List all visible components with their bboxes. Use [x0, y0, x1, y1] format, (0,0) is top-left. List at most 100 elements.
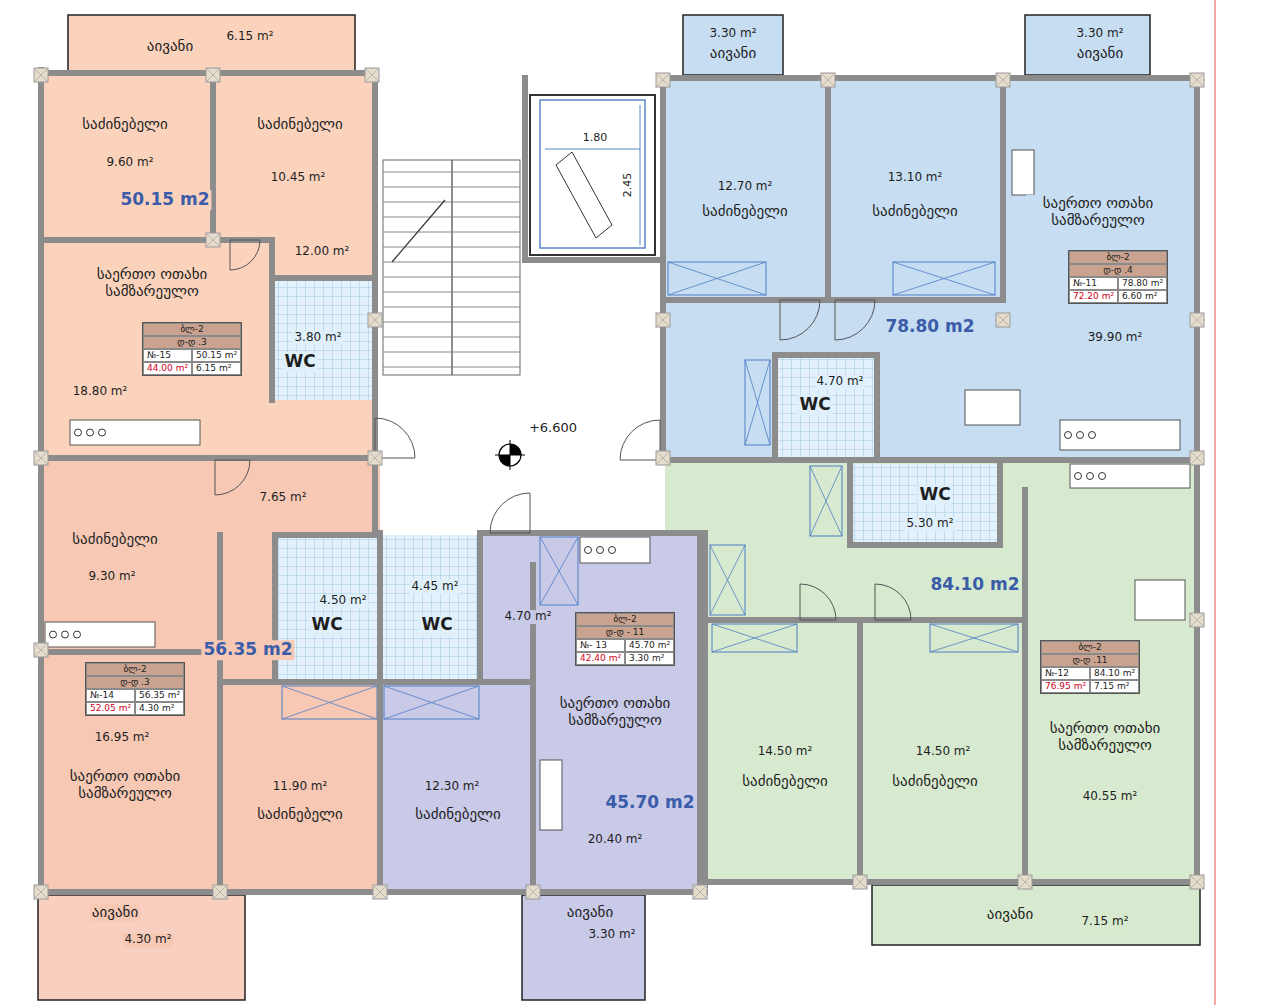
wall: [41, 649, 220, 655]
bedroom: საძინებელი10.45 m²: [215, 78, 372, 238]
stair-step: [383, 217, 452, 218]
wardrobe-cross: [810, 466, 842, 536]
stair-outline: [383, 160, 520, 375]
stair-step: [383, 172, 452, 173]
stove-burner: [1065, 432, 1072, 439]
stair-step: [452, 172, 520, 173]
border-line: [1215, 0, 1216, 1005]
door-swing: [780, 300, 820, 340]
column-cross: [368, 313, 382, 327]
wardrobe-cross: [745, 360, 770, 445]
room-label: საძინებელი: [740, 773, 830, 790]
bathroom: 4.45 m²WC: [382, 535, 480, 680]
stove-burner: [62, 631, 69, 638]
room-label: 13.10 m²: [886, 171, 945, 185]
stair-step: [383, 202, 452, 203]
hallway: 12.00 m²: [272, 238, 372, 277]
balcony: აივანი3.30 m²: [522, 895, 645, 1000]
table-cell: №- 13: [576, 639, 625, 652]
door-swing: [620, 420, 660, 460]
room-label: საძინებელი: [870, 203, 960, 220]
stove-burner: [597, 547, 604, 554]
table-cell: 56.35 m²: [135, 689, 184, 702]
stove-burner: [1077, 432, 1084, 439]
wall: [275, 532, 380, 538]
target-cross: [495, 440, 525, 470]
sofa: [1012, 150, 1034, 195]
column: [1190, 313, 1204, 327]
room-label: 12.30 m²: [423, 780, 482, 794]
info-table: ბლ-2დ-დ .4№-1178.80 m²72.20 m²6.60 m²: [1068, 250, 1168, 304]
wall: [663, 297, 1003, 303]
column: [1018, 875, 1032, 889]
wall: [217, 535, 223, 892]
bedroom: საძინებელი9.60 m²: [45, 78, 211, 240]
wall: [525, 257, 660, 263]
dining-table: [1135, 580, 1185, 620]
table-cell: 3.30 m²: [625, 652, 674, 665]
wall: [775, 352, 877, 358]
column: [34, 643, 48, 657]
table-cell: დ-დ .4: [1069, 264, 1167, 277]
stair-step: [452, 187, 520, 188]
stair-step: [452, 277, 520, 278]
living-kitchen: საერთო ოთახი სამზარეულო18.80 m²ბლ-2დ-დ .…: [45, 242, 270, 455]
column: [996, 313, 1010, 327]
bedroom: 12.30 m²საძინებელი: [382, 684, 533, 895]
balcony: 3.30 m²აივანი: [1025, 15, 1150, 75]
room-label: 4.70 m²: [502, 610, 553, 624]
balcony-floor: [38, 895, 245, 1000]
column-cross: [1018, 875, 1032, 889]
living-kitchen: 16.95 m²საერთო ოთახი სამზარეულობლ-2დ-დ .…: [45, 652, 220, 895]
wall: [702, 533, 708, 885]
stair-step: [452, 232, 520, 233]
room-label: WC: [309, 615, 344, 635]
wall: [38, 455, 375, 461]
table-cell: ბლ-2: [86, 663, 184, 676]
room-label: 4.50 m²: [317, 594, 368, 608]
stair-step: [383, 247, 452, 248]
balcony-floor: [522, 895, 645, 1000]
stove-burner: [585, 547, 592, 554]
stove-burner: [87, 429, 94, 436]
apartment-area: 45.70 m2 4.45 m²WC 4.70 m² საერთო ოთახი სამ…: [380, 533, 700, 895]
column-cross: [365, 68, 379, 82]
column-cross: [526, 885, 540, 899]
room-label: საძინებელი: [255, 116, 345, 133]
room-label: 12.70 m²: [716, 180, 775, 194]
wardrobe-cross: [893, 262, 995, 295]
table-cell: 4.30 m²: [135, 702, 184, 715]
bathroom: WC5.30 m²: [852, 464, 998, 545]
room-label: საძინებელი: [700, 203, 790, 220]
apartment-area: 84.10 m2WC5.30 m²14.50 m²საძინებელი14.50…: [665, 462, 1200, 885]
table-cell: დ-დ - 11: [576, 626, 674, 639]
room-label: აივანი: [90, 904, 140, 921]
bathroom-tiles: [852, 464, 998, 545]
info-table: ბლ-2დ-დ .3№-1456.35 m²52.05 m²4.30 m²: [85, 662, 185, 716]
stair-step: [383, 352, 452, 353]
apartment-area: 50.15 m2აივანი6.15 m²საძინებელი9.60 m²სა…: [38, 70, 372, 458]
wall: [1000, 80, 1006, 300]
wardrobe: [710, 545, 745, 615]
table-cell: 6.15 m²: [192, 362, 241, 375]
stair-step: [452, 247, 520, 248]
column: [34, 68, 48, 82]
room-label: საძინებელი: [890, 773, 980, 790]
wardrobe-cross: [710, 545, 745, 615]
lift-shaft: [530, 95, 655, 255]
wall: [705, 879, 1200, 885]
stove-burner: [1099, 473, 1106, 480]
stair-break: [392, 200, 445, 262]
table-cell: 7.15 m²: [1090, 680, 1139, 693]
wall: [705, 617, 1025, 623]
stair-step: [452, 217, 520, 218]
kitchen-counter: [1060, 420, 1180, 450]
wall: [38, 889, 705, 895]
wardrobe-cross: [384, 686, 479, 719]
balcony-floor: [68, 15, 355, 72]
stair-step: [452, 337, 520, 338]
door-swing: [230, 240, 260, 270]
apartment-area-label: 45.70 m2: [603, 793, 696, 813]
wardrobe-cross: [712, 624, 797, 652]
room-label: საერთო ოთახი სამზარეულო: [543, 695, 687, 730]
